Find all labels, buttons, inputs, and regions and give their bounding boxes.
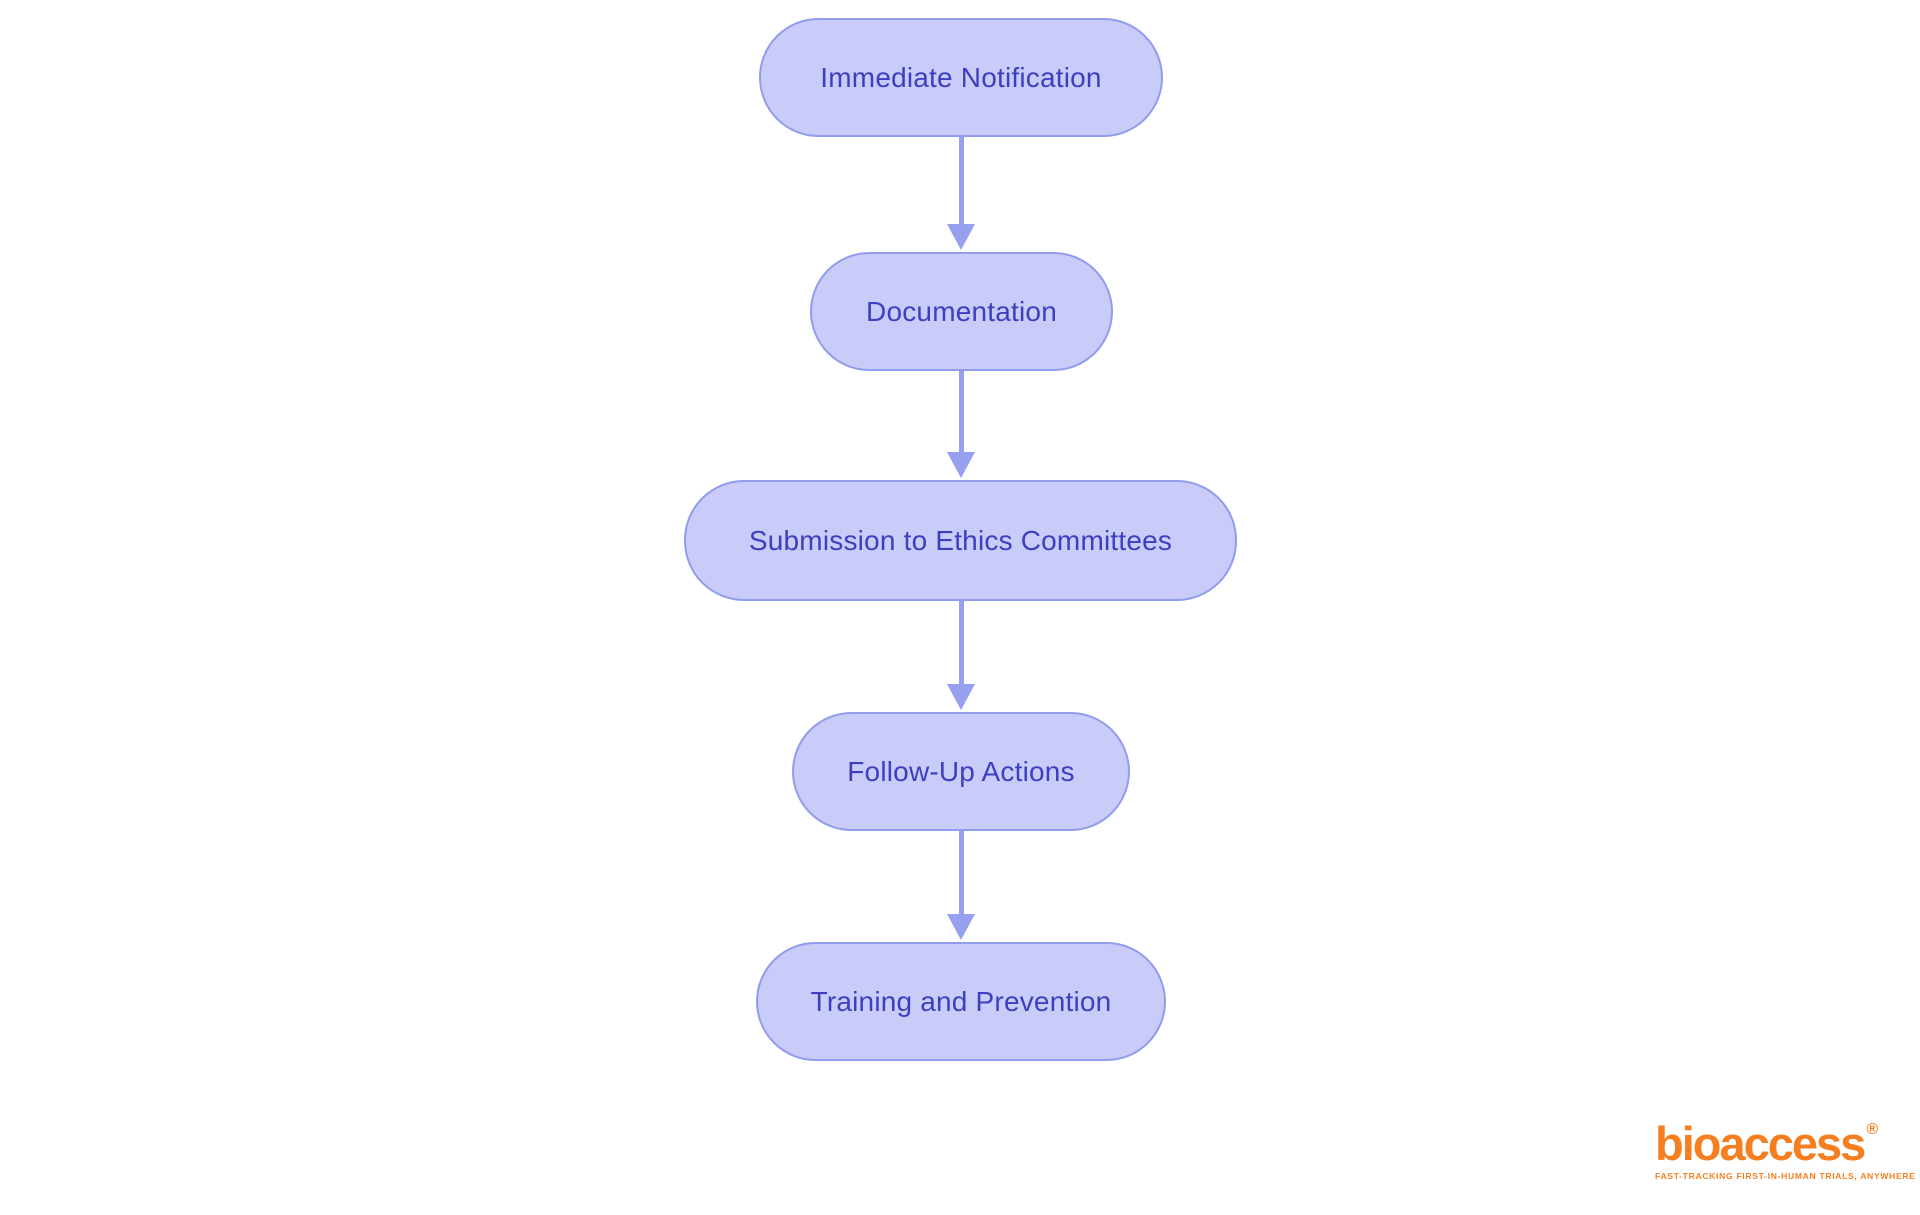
flow-arrow-down [947,371,975,478]
flow-arrow-down [947,137,975,250]
arrow-head-icon [947,224,975,250]
flow-node-label: Submission to Ethics Committees [748,524,1173,556]
arrow-line [958,601,964,684]
arrow-head-icon [947,452,975,478]
arrow-head-icon [947,914,975,940]
arrow-line [958,137,964,224]
flow-node-documentation: Documentation [810,252,1113,371]
flow-node-training-and-prevention: Training and Prevention [756,942,1166,1061]
flow-arrow-down [947,601,975,710]
arrow-line [958,831,964,914]
arrow-line [958,371,964,452]
flow-node-submission-to-ethics-committees: Submission to Ethics Committees [684,480,1237,601]
flow-node-label: Immediate Notification [820,61,1102,93]
flow-node-label: Training and Prevention [810,985,1112,1017]
flow-arrow-down [947,831,975,940]
bioaccess-wordmark: bioaccess [1655,1117,1866,1170]
flow-node-label: Follow-Up Actions [847,755,1075,787]
brand-tagline: FAST-TRACKING FIRST-IN-HUMAN TRIALS, ANY… [1655,1171,1916,1181]
flow-node-immediate-notification: Immediate Notification [759,18,1163,137]
arrow-head-icon [947,684,975,710]
flow-node-follow-up-actions: Follow-Up Actions [792,712,1130,831]
registered-trademark-icon: ® [1866,1121,1879,1138]
flow-node-label: Documentation [866,295,1057,327]
bioaccess-logo: bioaccess ® FAST-TRACKING FIRST-IN-HUMAN… [1655,1120,1916,1181]
